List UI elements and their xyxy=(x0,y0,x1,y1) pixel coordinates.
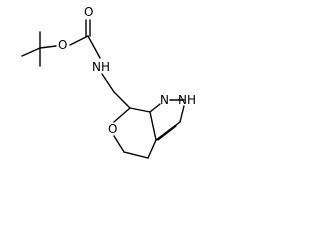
atom-label-pyrazole-nh: NH xyxy=(178,93,196,107)
bond-c7-to-o-pyran xyxy=(113,107,131,123)
bond-c3-c3a-double xyxy=(157,125,177,141)
bond-c3-to-c3a xyxy=(155,121,181,141)
bond-c3a-to-c7a xyxy=(149,111,157,141)
bond-c7a-to-c7 xyxy=(129,107,151,113)
atom-label-pyrazole-n: N xyxy=(160,93,169,107)
bond-c7a-to-n1 xyxy=(149,103,161,113)
bond-oxygen-to-carbonyl xyxy=(69,35,89,46)
bond-o-pyran-to-c5 xyxy=(113,135,125,153)
bond-tbu-methyl-left xyxy=(21,47,41,57)
bond-nh-to-methylene xyxy=(101,73,115,93)
bond-n2-to-c3 xyxy=(179,105,185,123)
bond-c5-to-c4 xyxy=(123,151,149,159)
atom-label-pyran-oxygen: O xyxy=(108,122,117,136)
atom-label-carbonyl-oxygen: O xyxy=(84,5,93,19)
bond-methylene-to-c7 xyxy=(113,91,131,109)
bond-tbu-to-oxygen xyxy=(39,45,57,49)
atom-label-ester-oxygen: O xyxy=(58,38,67,52)
atom-label-carbamate-nh: NH xyxy=(92,60,110,74)
bond-c4-to-c3a xyxy=(147,139,157,159)
bond-carbonyl-to-nh xyxy=(87,35,101,59)
structure-canvas: O O NH N NH O xyxy=(0,0,202,170)
molecule-structure: O O NH N NH O xyxy=(21,5,196,159)
